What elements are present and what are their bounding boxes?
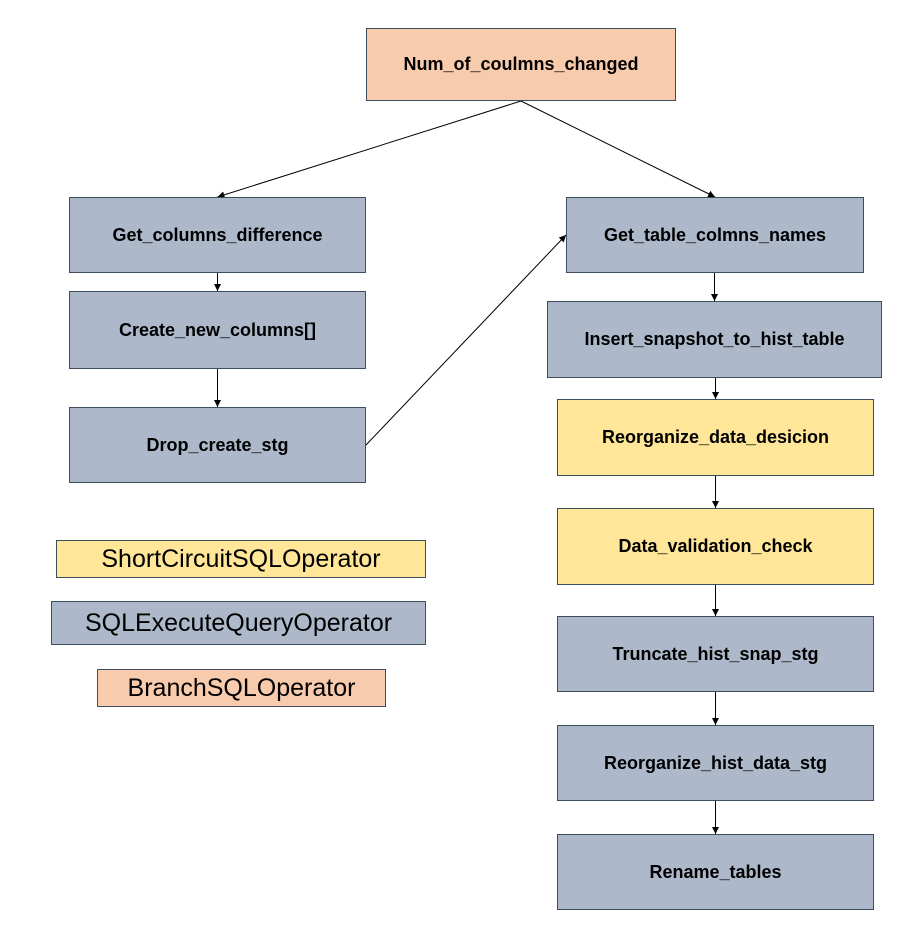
legend-short-circuit: ShortCircuitSQLOperator xyxy=(56,540,426,578)
reorganize-data-decision-node: Reorganize_data_desicion xyxy=(557,399,874,476)
get-table-columns-names-node: Get_table_colmns_names xyxy=(566,197,864,273)
num-of-columns-changed-node: Num_of_coulmns_changed xyxy=(366,28,676,101)
data-validation-check-node: Data_validation_check xyxy=(557,508,874,585)
legend-sql-execute: SQLExecuteQueryOperator xyxy=(51,601,426,645)
get-columns-difference-node: Get_columns_difference xyxy=(69,197,366,273)
create-new-columns-node: Create_new_columns[] xyxy=(69,291,366,369)
insert-snapshot-to-hist-table-node: Insert_snapshot_to_hist_table xyxy=(547,301,882,378)
drop-create-stg-node: Drop_create_stg xyxy=(69,407,366,483)
truncate-hist-snap-stg-node: Truncate_hist_snap_stg xyxy=(557,616,874,692)
edge-num-of-columns-changed-to-get-table-columns-names xyxy=(520,100,716,198)
edge-num-of-columns-changed-to-get-columns-difference xyxy=(217,100,522,199)
edge-drop-create-stg-to-get-table-columns-names xyxy=(365,234,567,446)
rename-tables-node: Rename_tables xyxy=(557,834,874,910)
reorganize-hist-data-stg-node: Reorganize_hist_data_stg xyxy=(557,725,874,801)
legend-branch: BranchSQLOperator xyxy=(97,669,386,707)
